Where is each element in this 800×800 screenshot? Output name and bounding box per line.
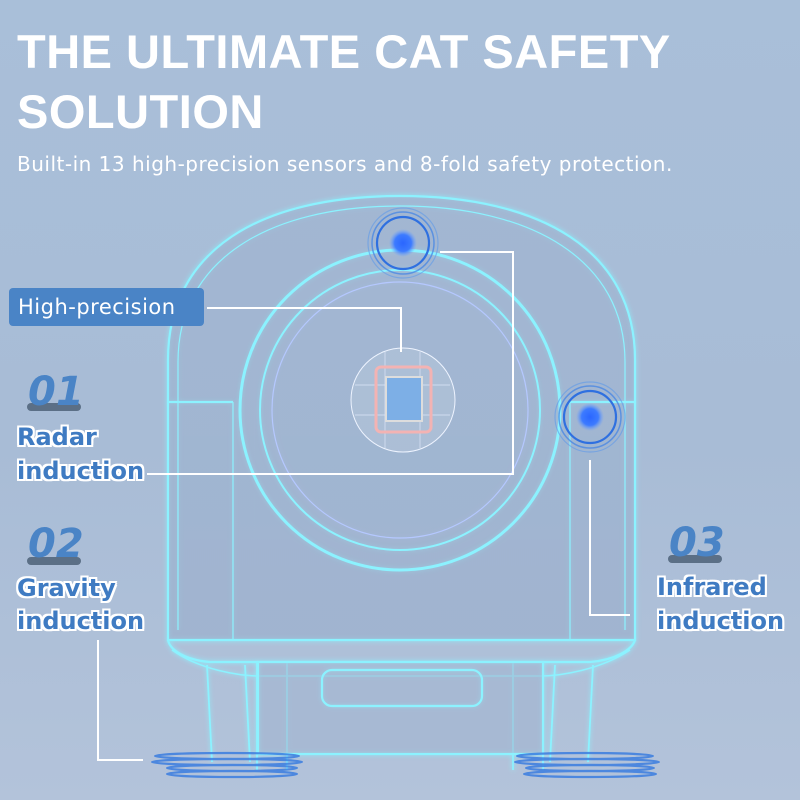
feature-03-number: 03 (669, 520, 725, 566)
infrared-sensor-side-icon (554, 381, 626, 453)
feature-03-underline (668, 555, 722, 563)
high-precision-badge: High-precision (9, 288, 204, 326)
feature-01-label-line2: induction (17, 457, 145, 485)
feature-02-number: 02 (28, 521, 84, 567)
feature-01-underline (27, 403, 81, 411)
feature-02-label-line1: Gravity (17, 574, 116, 602)
feature-03-label-line1: Infrared (657, 573, 767, 601)
feature-03-label-line2: induction (657, 607, 785, 635)
feature-01-label-line1: Radar (17, 423, 97, 451)
gravity-wave-right-icon (513, 751, 661, 779)
feature-02-underline (27, 557, 81, 565)
radar-sensor-top-icon (367, 207, 439, 279)
chip-sensor-icon (350, 347, 456, 453)
page-title: THE ULTIMATE CAT SAFETY SOLUTION (17, 25, 670, 138)
feature-01-number: 01 (28, 369, 84, 415)
device-body (166, 194, 637, 770)
leader-lines (97, 251, 630, 761)
gravity-wave-left-icon (150, 751, 304, 779)
feature-02-label-line2: induction (17, 607, 145, 635)
subtitle: Built-in 13 high-precision sensors and 8… (17, 152, 673, 176)
